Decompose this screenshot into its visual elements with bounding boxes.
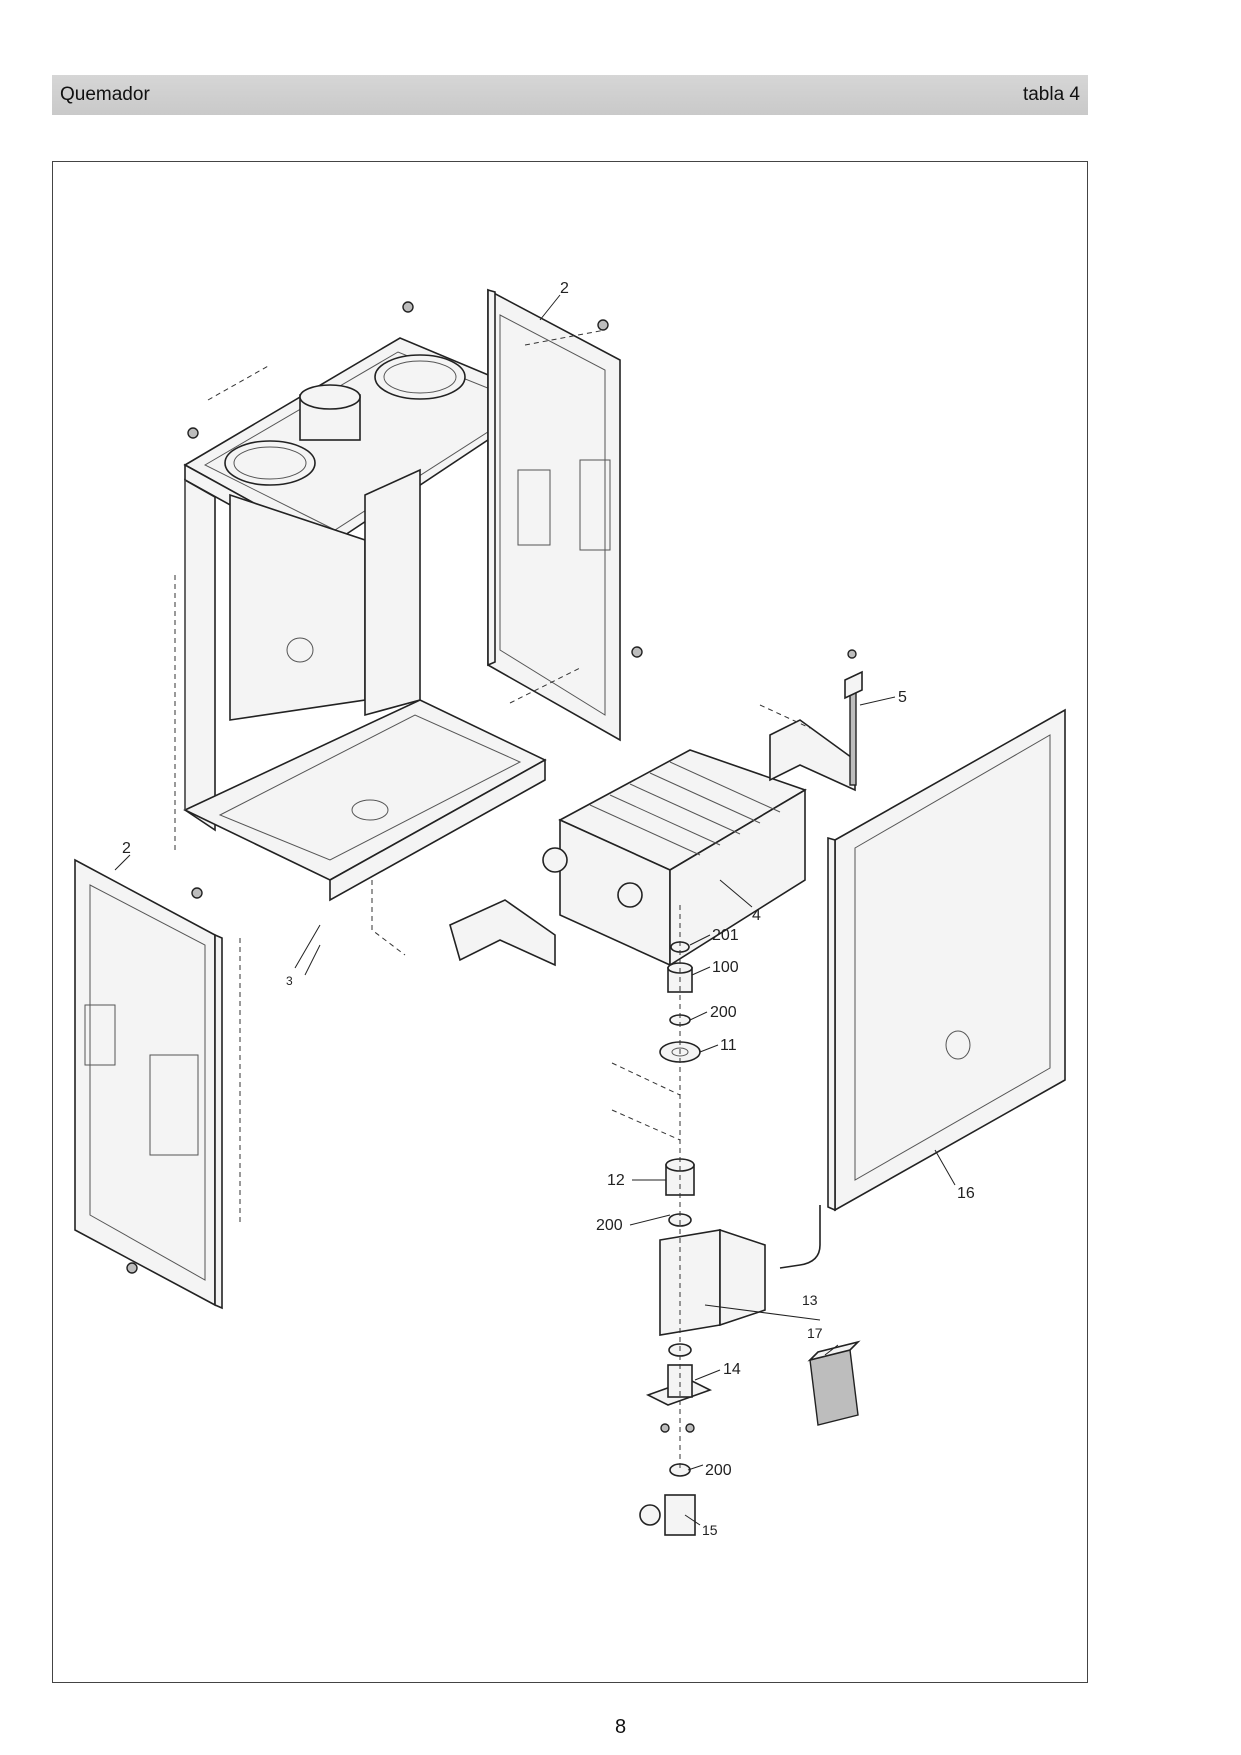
callout-2-left: 2 <box>122 840 131 857</box>
mounting-bracket <box>449 899 556 967</box>
section-title: Quemador <box>60 84 150 105</box>
callout-13: 13 <box>802 1292 818 1308</box>
boiler-frame <box>183 337 550 902</box>
table-reference: tabla 4 <box>1022 84 1080 105</box>
callout-3: 3 <box>286 974 293 988</box>
callout-4: 4 <box>752 907 761 924</box>
callout-200-a: 200 <box>710 1004 737 1021</box>
callout-16: 16 <box>957 1185 975 1202</box>
callout-200-b: 200 <box>596 1217 623 1234</box>
front-panel <box>827 708 1066 1212</box>
ignition-electrode <box>769 670 863 792</box>
page-number: 8 <box>614 1716 627 1738</box>
burner-heat-exchanger <box>542 749 807 967</box>
callout-12: 12 <box>607 1172 625 1189</box>
callout-100: 100 <box>712 959 739 976</box>
leader-lines <box>114 294 956 1526</box>
side-panel-left <box>74 858 223 1310</box>
callout-17: 17 <box>807 1325 823 1341</box>
assembly-lines <box>174 329 811 1470</box>
callout-11: 11 <box>720 1037 737 1054</box>
side-panel-right <box>487 288 621 742</box>
screws <box>126 301 857 1433</box>
gas-line-components <box>639 941 821 1536</box>
control-module <box>807 1340 861 1426</box>
callout-2-top: 2 <box>560 280 569 297</box>
callout-labels: 2 2 3 4 5 201 100 200 11 12 200 13 17 14… <box>122 280 975 1538</box>
callout-200-c: 200 <box>705 1462 732 1479</box>
callout-14: 14 <box>723 1361 741 1378</box>
callout-201: 201 <box>712 927 739 944</box>
callout-5: 5 <box>898 689 907 706</box>
header-bar: Quemador tabla 4 <box>52 75 1088 115</box>
diagram-frame <box>52 161 1088 1683</box>
callout-15: 15 <box>702 1522 718 1538</box>
